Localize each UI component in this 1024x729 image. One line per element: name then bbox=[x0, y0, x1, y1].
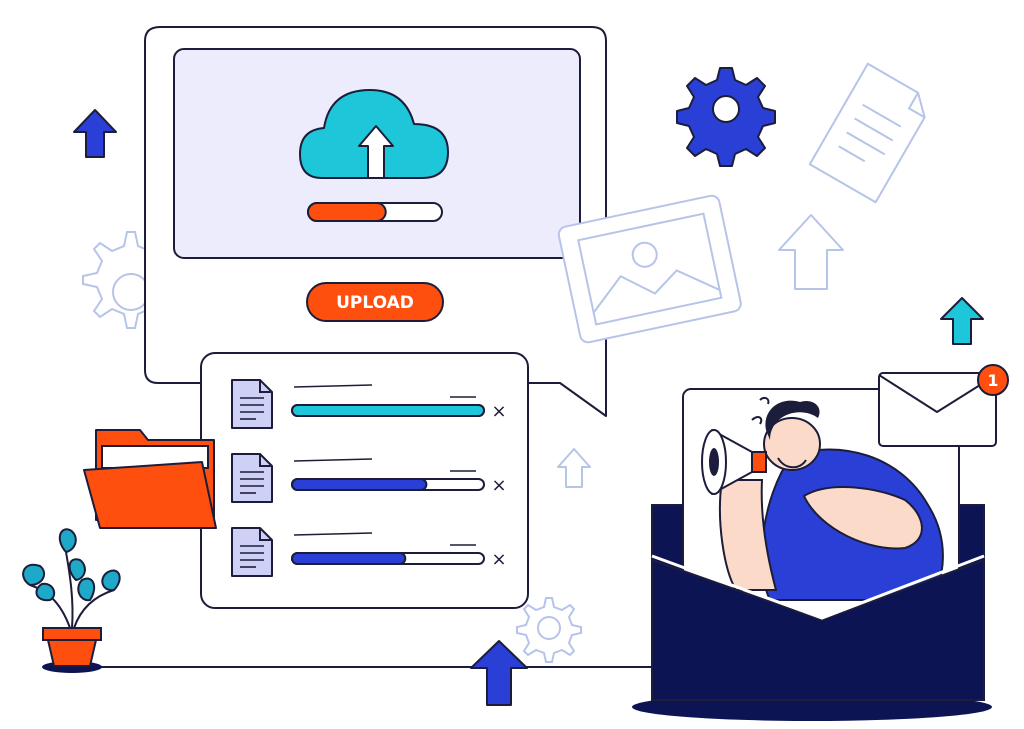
close-icon[interactable]: × bbox=[491, 549, 506, 570]
file-name-line bbox=[293, 532, 373, 536]
file-name-line bbox=[293, 384, 373, 388]
notification-badge-count: 1 bbox=[987, 371, 998, 390]
file-row: × bbox=[231, 527, 507, 577]
arrow-up-icon-outline-large bbox=[778, 214, 844, 290]
close-icon[interactable]: × bbox=[491, 475, 506, 496]
main-progress-bar bbox=[307, 202, 443, 222]
folder-icon bbox=[83, 429, 217, 529]
notification-badge: 1 bbox=[977, 364, 1009, 396]
file-progress-fill bbox=[291, 404, 485, 417]
close-icon[interactable]: × bbox=[491, 401, 506, 422]
file-name-line bbox=[293, 458, 373, 462]
upload-button[interactable]: UPLOAD bbox=[306, 282, 444, 322]
file-row: × bbox=[231, 379, 507, 429]
upload-panel: UPLOAD bbox=[144, 26, 607, 417]
document-icon bbox=[231, 379, 273, 429]
character-with-megaphone bbox=[701, 396, 944, 601]
megaphone-icon bbox=[701, 429, 767, 495]
envelope-icon[interactable]: 1 bbox=[878, 364, 1009, 447]
arrow-up-icon-cyan bbox=[940, 297, 984, 345]
cloud-upload-icon bbox=[299, 89, 449, 179]
upload-button-label: UPLOAD bbox=[336, 293, 414, 313]
document-icon bbox=[231, 527, 273, 577]
document-icon bbox=[231, 453, 273, 503]
file-row: × bbox=[231, 453, 507, 503]
arrow-up-icon-blue-bottom bbox=[470, 640, 528, 706]
gear-icon-blue bbox=[676, 67, 776, 167]
mail-envelope bbox=[632, 388, 992, 721]
plant-icon bbox=[22, 528, 121, 673]
image-icon bbox=[557, 194, 742, 344]
main-progress-fill bbox=[307, 202, 387, 222]
arrow-up-icon-outline-small bbox=[557, 448, 591, 488]
document-icon-light bbox=[808, 62, 926, 204]
arrow-up-icon-blue-left bbox=[73, 109, 117, 158]
gear-icon-light-bottom bbox=[516, 597, 582, 663]
file-progress-fill bbox=[291, 552, 407, 565]
file-progress-fill bbox=[291, 478, 428, 491]
file-list-panel: × × × bbox=[200, 352, 529, 609]
